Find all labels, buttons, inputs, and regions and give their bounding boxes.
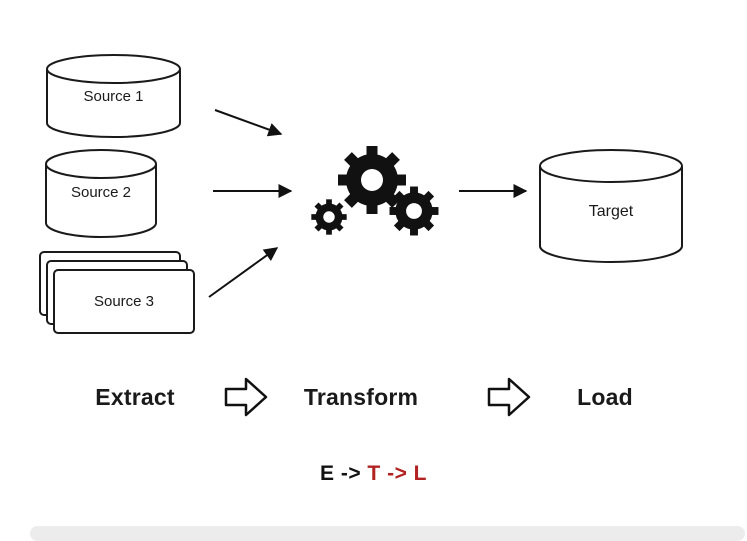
target-label: Target [588,203,634,220]
stage-block-arrows [224,377,531,417]
gears-icon [311,146,439,236]
target-database-icon [539,149,683,263]
load-stage-label: Load [577,384,633,410]
bottom-divider-bar [30,526,745,541]
source3-document-stack-icon [39,251,195,334]
arrow-source3-to-transform [208,247,279,298]
block-arrow-transform-to-load-icon [487,377,531,417]
source1-database-icon [46,54,181,138]
source3-label: Source 3 [93,293,155,310]
extract-stage-label: Extract [95,384,175,410]
block-arrow-extract-to-transform-icon [224,377,268,417]
source2-label: Source 2 [70,184,132,201]
etl-formula: E -> T -> L [0,462,747,486]
formula-part-extract: E -> [319,462,368,485]
source2-database-icon [45,149,157,238]
formula-part-transform-load: T -> L [367,462,428,485]
flow-arrows [208,109,528,298]
source1-label: Source 1 [83,88,144,105]
transform-stage-label: Transform [303,384,419,410]
arrow-source1-to-transform [214,109,283,137]
